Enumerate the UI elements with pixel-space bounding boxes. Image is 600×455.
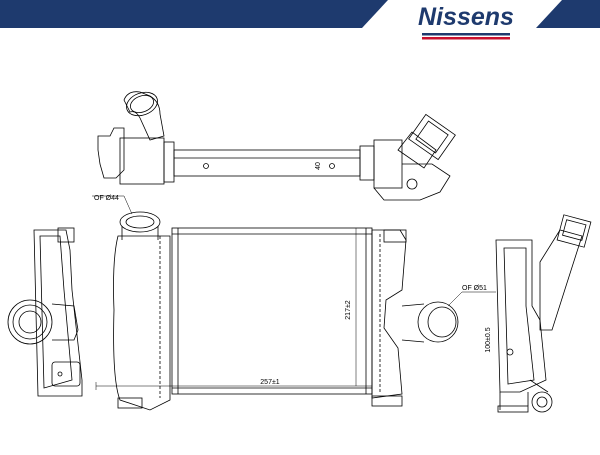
outlet-port-neck [401, 303, 425, 343]
inlet-port-inner [125, 215, 155, 229]
right-side-pipe-end [556, 214, 592, 248]
right-side-legs [499, 392, 529, 410]
top-left-housing [119, 137, 165, 185]
right-side-boss-outer [531, 391, 553, 413]
banner-right-band [536, 0, 600, 28]
dim-side: 100±0.5 [485, 327, 492, 352]
right-side-foot [497, 405, 529, 413]
left-side-bolt [57, 371, 63, 377]
left-side-top-clip [57, 227, 75, 243]
label-inlet-diameter: OF Ø44 [94, 195, 119, 202]
top-outlet-neck [397, 131, 437, 169]
left-side-port-outer [7, 299, 53, 345]
right-side-hole [506, 348, 514, 356]
left-side-view [7, 227, 83, 397]
right-side-boss-arm [529, 379, 549, 393]
left-side-bracket-inner [39, 235, 73, 389]
top-bar-hole-left [203, 163, 209, 169]
outlet-port [417, 301, 459, 343]
left-side-bottom-block [51, 361, 81, 387]
top-elbow-mouth-inner [129, 95, 155, 113]
top-right-boss [406, 178, 418, 190]
logo-wordmark: Nissens [418, 3, 514, 31]
top-right-bracket [373, 163, 451, 201]
label-outlet-diameter: OF Ø51 [462, 285, 487, 292]
top-outlet-pipe [408, 113, 456, 161]
right-side-body [495, 239, 547, 393]
right-side-view [495, 214, 592, 413]
outlet-tank-cap [383, 229, 407, 243]
top-outlet-pipe-inner [415, 120, 449, 154]
front-dimensions [92, 195, 496, 390]
outlet-tank [371, 229, 407, 399]
left-side-port-neck [51, 303, 79, 341]
left-side-port-mid [12, 304, 48, 340]
front-foot-left [117, 397, 143, 409]
top-view [97, 91, 456, 201]
logo-stripe-1 [422, 33, 510, 36]
right-side-boss-inner [536, 396, 548, 408]
inlet-tank [113, 235, 171, 411]
logo-stripe-2 [422, 37, 510, 40]
top-main-bar [173, 149, 361, 177]
dim-core-width: 257±1 [260, 379, 280, 386]
leader-inlet-diag [123, 195, 133, 215]
front-foot-right [371, 395, 403, 407]
left-side-bracket [33, 229, 83, 397]
top-bar-hole-right [329, 163, 335, 169]
top-right-collar [359, 145, 375, 181]
left-side-port-inner [18, 310, 42, 334]
header-banner [0, 0, 600, 28]
dim-core-height: 217±2 [345, 300, 352, 320]
right-side-pipe-end-inner [562, 219, 587, 241]
dim-top-height: 40 [315, 162, 322, 170]
front-view [113, 211, 459, 411]
banner-left-band [0, 0, 388, 28]
right-side-body-inner [503, 247, 535, 385]
intercooler-core [171, 227, 373, 395]
inlet-port [119, 211, 161, 233]
top-left-collar [163, 141, 175, 183]
leader-outlet-diag [447, 291, 463, 307]
top-elbow-mouth [126, 91, 158, 117]
brand-logo: Nissens [418, 3, 514, 40]
outlet-port-inner [427, 306, 457, 338]
top-right-housing [373, 139, 403, 189]
